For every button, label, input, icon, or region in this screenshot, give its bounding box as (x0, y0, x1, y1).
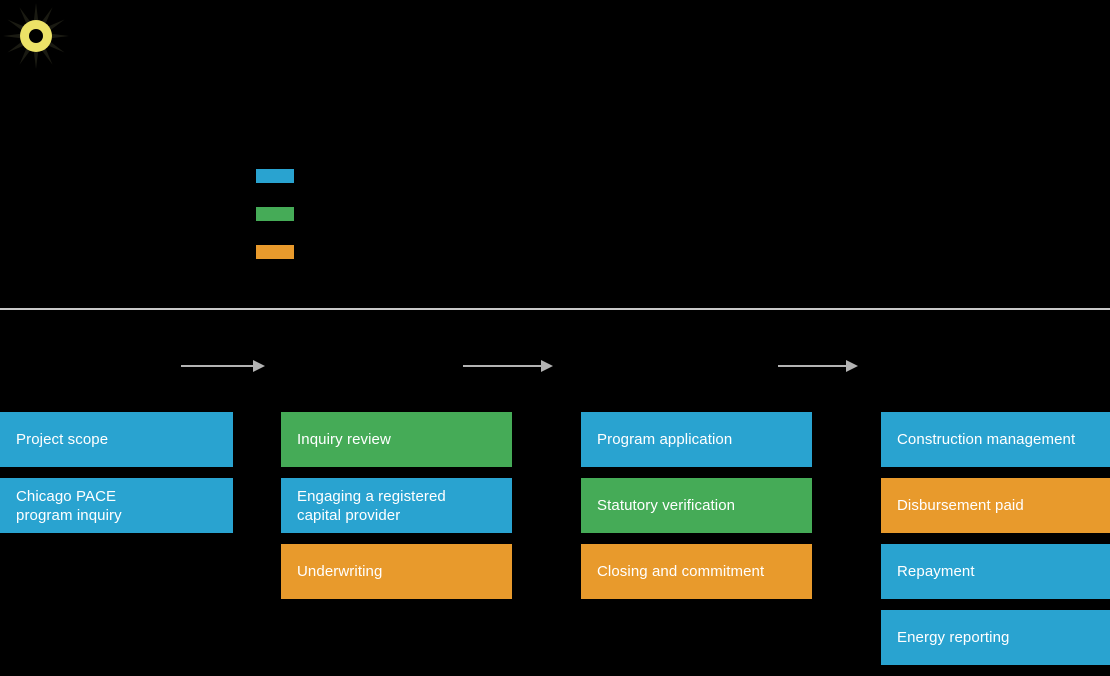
arrow-stage-3-to-4 (778, 358, 858, 374)
process-box[interactable]: Statutory verification (581, 478, 812, 533)
process-box[interactable]: Project scope (0, 412, 233, 467)
process-box-label: Disbursement paid (897, 497, 1024, 514)
process-box[interactable]: Inquiry review (281, 412, 512, 467)
process-box[interactable]: Underwriting (281, 544, 512, 599)
legend-item-green-category (256, 198, 856, 236)
process-box-label: Underwriting (297, 563, 383, 580)
process-box-label: Construction management (897, 431, 1076, 448)
arrow-stage-1-to-2 (181, 358, 265, 374)
process-box-label: Engaging a registered capital provider (297, 487, 446, 524)
sun-logo (2, 2, 70, 70)
process-box-label: Repayment (897, 563, 975, 580)
legend-swatch-orange-category (256, 245, 294, 259)
arrow-stage-1-to-2-head-icon (253, 360, 265, 372)
process-box[interactable]: Program application (581, 412, 812, 467)
process-box[interactable]: Construction management (881, 412, 1110, 467)
legend-item-blue-category (256, 160, 856, 198)
process-box[interactable]: Engaging a registered capital provider (281, 478, 512, 533)
legend-swatch-blue-category (256, 169, 294, 183)
legend (256, 160, 856, 274)
process-box[interactable]: Energy reporting (881, 610, 1110, 665)
process-box-label: Energy reporting (897, 629, 1010, 646)
process-box-label: Inquiry review (297, 431, 391, 448)
process-box-label: Project scope (16, 431, 109, 448)
process-box[interactable]: Closing and commitment (581, 544, 812, 599)
process-box-label: Closing and commitment (597, 563, 765, 580)
process-box[interactable]: Repayment (881, 544, 1110, 599)
process-box-label: Chicago PACE program inquiry (16, 487, 122, 524)
process-box-label: Program application (597, 431, 733, 448)
arrow-stage-3-to-4-head-icon (846, 360, 858, 372)
sun-center-icon (29, 29, 43, 43)
arrow-stage-2-to-3 (463, 358, 553, 374)
arrow-stage-3-to-4-shaft (778, 365, 846, 367)
process-box-label: Statutory verification (597, 497, 736, 514)
process-box[interactable]: Disbursement paid (881, 478, 1110, 533)
section-divider (0, 308, 1110, 310)
legend-swatch-green-category (256, 207, 294, 221)
arrow-stage-1-to-2-shaft (181, 365, 253, 367)
legend-item-orange-category (256, 236, 856, 274)
arrow-stage-2-to-3-shaft (463, 365, 541, 367)
arrow-stage-2-to-3-head-icon (541, 360, 553, 372)
sun-rays-icon (3, 3, 69, 69)
process-box[interactable]: Chicago PACE program inquiry (0, 478, 233, 533)
